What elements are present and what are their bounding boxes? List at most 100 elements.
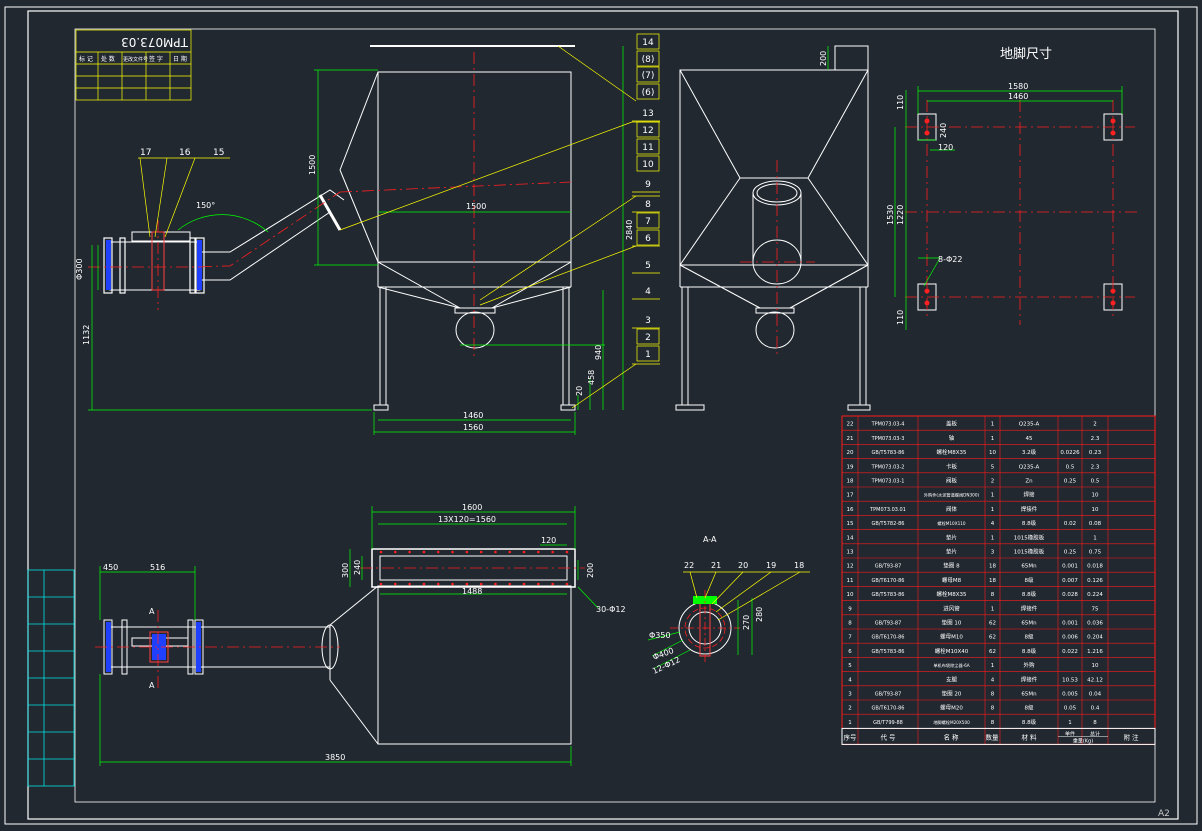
balloon-14: 14 — [642, 38, 654, 48]
bom-cell-code: GB/T5783-86 — [872, 592, 905, 598]
bom-cell-name: 垫圈 20 — [942, 689, 962, 697]
bom-cell-code: GB/T6170-86 — [872, 706, 905, 712]
plan-dim-holes-30: 30-Φ12 — [596, 605, 626, 614]
bom-cell-unit: 0.028 — [1062, 592, 1078, 598]
bom-cell-code: TPM073.03.01 — [869, 507, 906, 513]
bom-cell-total: 1.216 — [1087, 649, 1103, 655]
anchor-layout: 地脚尺寸 — [886, 46, 1140, 330]
bom-cell-total: 75 — [1092, 606, 1099, 612]
bom-cell-no: 10 — [847, 592, 854, 598]
section-balloon-19: 19 — [766, 561, 776, 570]
balloon-13: 13 — [642, 109, 653, 119]
bom-cell-no: 21 — [847, 436, 854, 442]
bom-cell-total: 10 — [1092, 663, 1099, 669]
section-balloon-20: 20 — [738, 561, 748, 570]
dim-leg-1460: 1460 — [463, 411, 483, 420]
bom-cell-mat: 1015橡胶板 — [1014, 533, 1045, 541]
bom-cell-unit: 0.001 — [1062, 564, 1078, 570]
dim-pipe-1132: 1132 — [82, 325, 91, 345]
bom-cell-no: 22 — [847, 422, 854, 428]
plan-bolt-hole — [479, 582, 483, 586]
balloon-1: 1 — [645, 350, 651, 360]
side-view-centerlines — [740, 160, 815, 355]
bom-cell-name: 轴 — [949, 434, 955, 442]
bom-cell-mat: Zn — [1025, 478, 1033, 484]
plan-bolt-hole — [408, 550, 411, 554]
bom-cell-mat: 外购 — [1023, 661, 1035, 669]
bom-cell-no: 1 — [848, 720, 852, 726]
bom-cell-name: 单机布袋除尘器-6A — [933, 662, 969, 669]
bom-cell-total: 0.5 — [1091, 478, 1100, 484]
pipe-flanges — [106, 240, 202, 290]
bom-cell-code: GB/T6170-86 — [872, 635, 905, 641]
bom-cell-no: 20 — [847, 450, 854, 456]
drawing-area-frame — [74, 28, 1156, 803]
bom-cell-total: 0.126 — [1087, 578, 1103, 584]
bom-cell-mat: 8.8级 — [1022, 590, 1037, 598]
dim-height-458: 458 — [587, 370, 596, 385]
bom-cell-name: 垫圈 8 — [943, 562, 960, 570]
plan-bolt-hole — [565, 582, 569, 586]
bom-cell-name: 垫圈 10 — [942, 618, 962, 626]
bom-header-code: 代 号 — [880, 732, 896, 741]
bom-cell-no: 12 — [847, 564, 854, 570]
plan-bolt-hole — [394, 550, 397, 554]
bom-cell-unit: 0.02 — [1064, 521, 1076, 527]
bom-cell-qty: 1 — [991, 663, 995, 669]
bom-cell-total: 2.3 — [1091, 464, 1100, 470]
plan-view-centerlines — [95, 567, 585, 690]
dim-width-1500: 1500 — [466, 202, 486, 211]
bom-header-name: 名 称 — [943, 732, 959, 741]
bom-cell-total: 10 — [1092, 493, 1099, 499]
balloon-6: 6 — [645, 234, 651, 244]
bom-header-no: 序号 — [844, 732, 858, 741]
bom-cell-total: 0.4 — [1091, 706, 1100, 712]
plan-dim-300: 300 — [341, 563, 350, 578]
plan-bolt-hole — [394, 582, 397, 586]
balloon-3: 3 — [645, 316, 651, 326]
bom-cell-code: TPM073.03-2 — [871, 464, 905, 470]
plan-bolt-hole — [451, 550, 454, 554]
bom-cell-name: 支腿 — [946, 675, 958, 683]
balloon-(7): (7) — [642, 71, 655, 81]
bom-cell-unit: 0.0226 — [1060, 450, 1080, 456]
bom-cell-no: 19 — [847, 464, 854, 470]
bom-cell-total: 0.036 — [1087, 620, 1103, 626]
bom-cell-name: 进风管 — [943, 604, 960, 612]
dim-pipe-diameter: Φ300 — [75, 258, 84, 280]
balloon-2: 2 — [645, 333, 651, 343]
balloon-(6): (6) — [642, 88, 655, 98]
bom-cell-code: GB/T5783-86 — [872, 450, 905, 456]
bom-cell-total: 0.018 — [1087, 564, 1103, 570]
balloon-12: 12 — [642, 126, 653, 136]
bom-cell-qty: 1 — [991, 436, 995, 442]
bom-cell-qty: 18 — [989, 578, 996, 584]
plan-dim-1600: 1600 — [462, 503, 482, 512]
dim-height-20: 20 — [575, 386, 584, 396]
bom-cell-no: 7 — [848, 635, 852, 641]
plan-bolt-hole — [465, 582, 469, 586]
balloon-9: 9 — [645, 180, 651, 190]
bom-cell-no: 16 — [847, 507, 854, 513]
balloon-box-3 — [636, 83, 660, 100]
plan-dim-120: 120 — [541, 536, 556, 545]
plan-bolt-hole — [551, 550, 554, 554]
plan-bolt-hole — [537, 582, 540, 586]
front-view-leaders — [138, 45, 660, 409]
bom-cell-no: 17 — [847, 493, 854, 499]
balloon-16: 16 — [179, 148, 191, 158]
plan-bolt-hole — [465, 550, 469, 554]
bom-cell-qty: 4 — [991, 677, 995, 683]
bom-cell-qty: 1 — [991, 606, 995, 612]
anchor-dim-1530: 1530 — [886, 205, 895, 225]
section-dim-280: 280 — [755, 607, 764, 622]
balloon-4: 4 — [645, 287, 651, 297]
bom-cell-code: GB/T6170-86 — [872, 578, 905, 584]
dim-total-2840: 2840 — [625, 220, 634, 240]
bom-cell-name: 垫片 — [946, 547, 957, 555]
bom-cell-mat: 焊接 — [1023, 491, 1035, 499]
dim-height-940: 940 — [594, 345, 603, 360]
bom-cell-qty: 2 — [991, 478, 995, 484]
bom-header-note: 附 注 — [1123, 732, 1139, 741]
